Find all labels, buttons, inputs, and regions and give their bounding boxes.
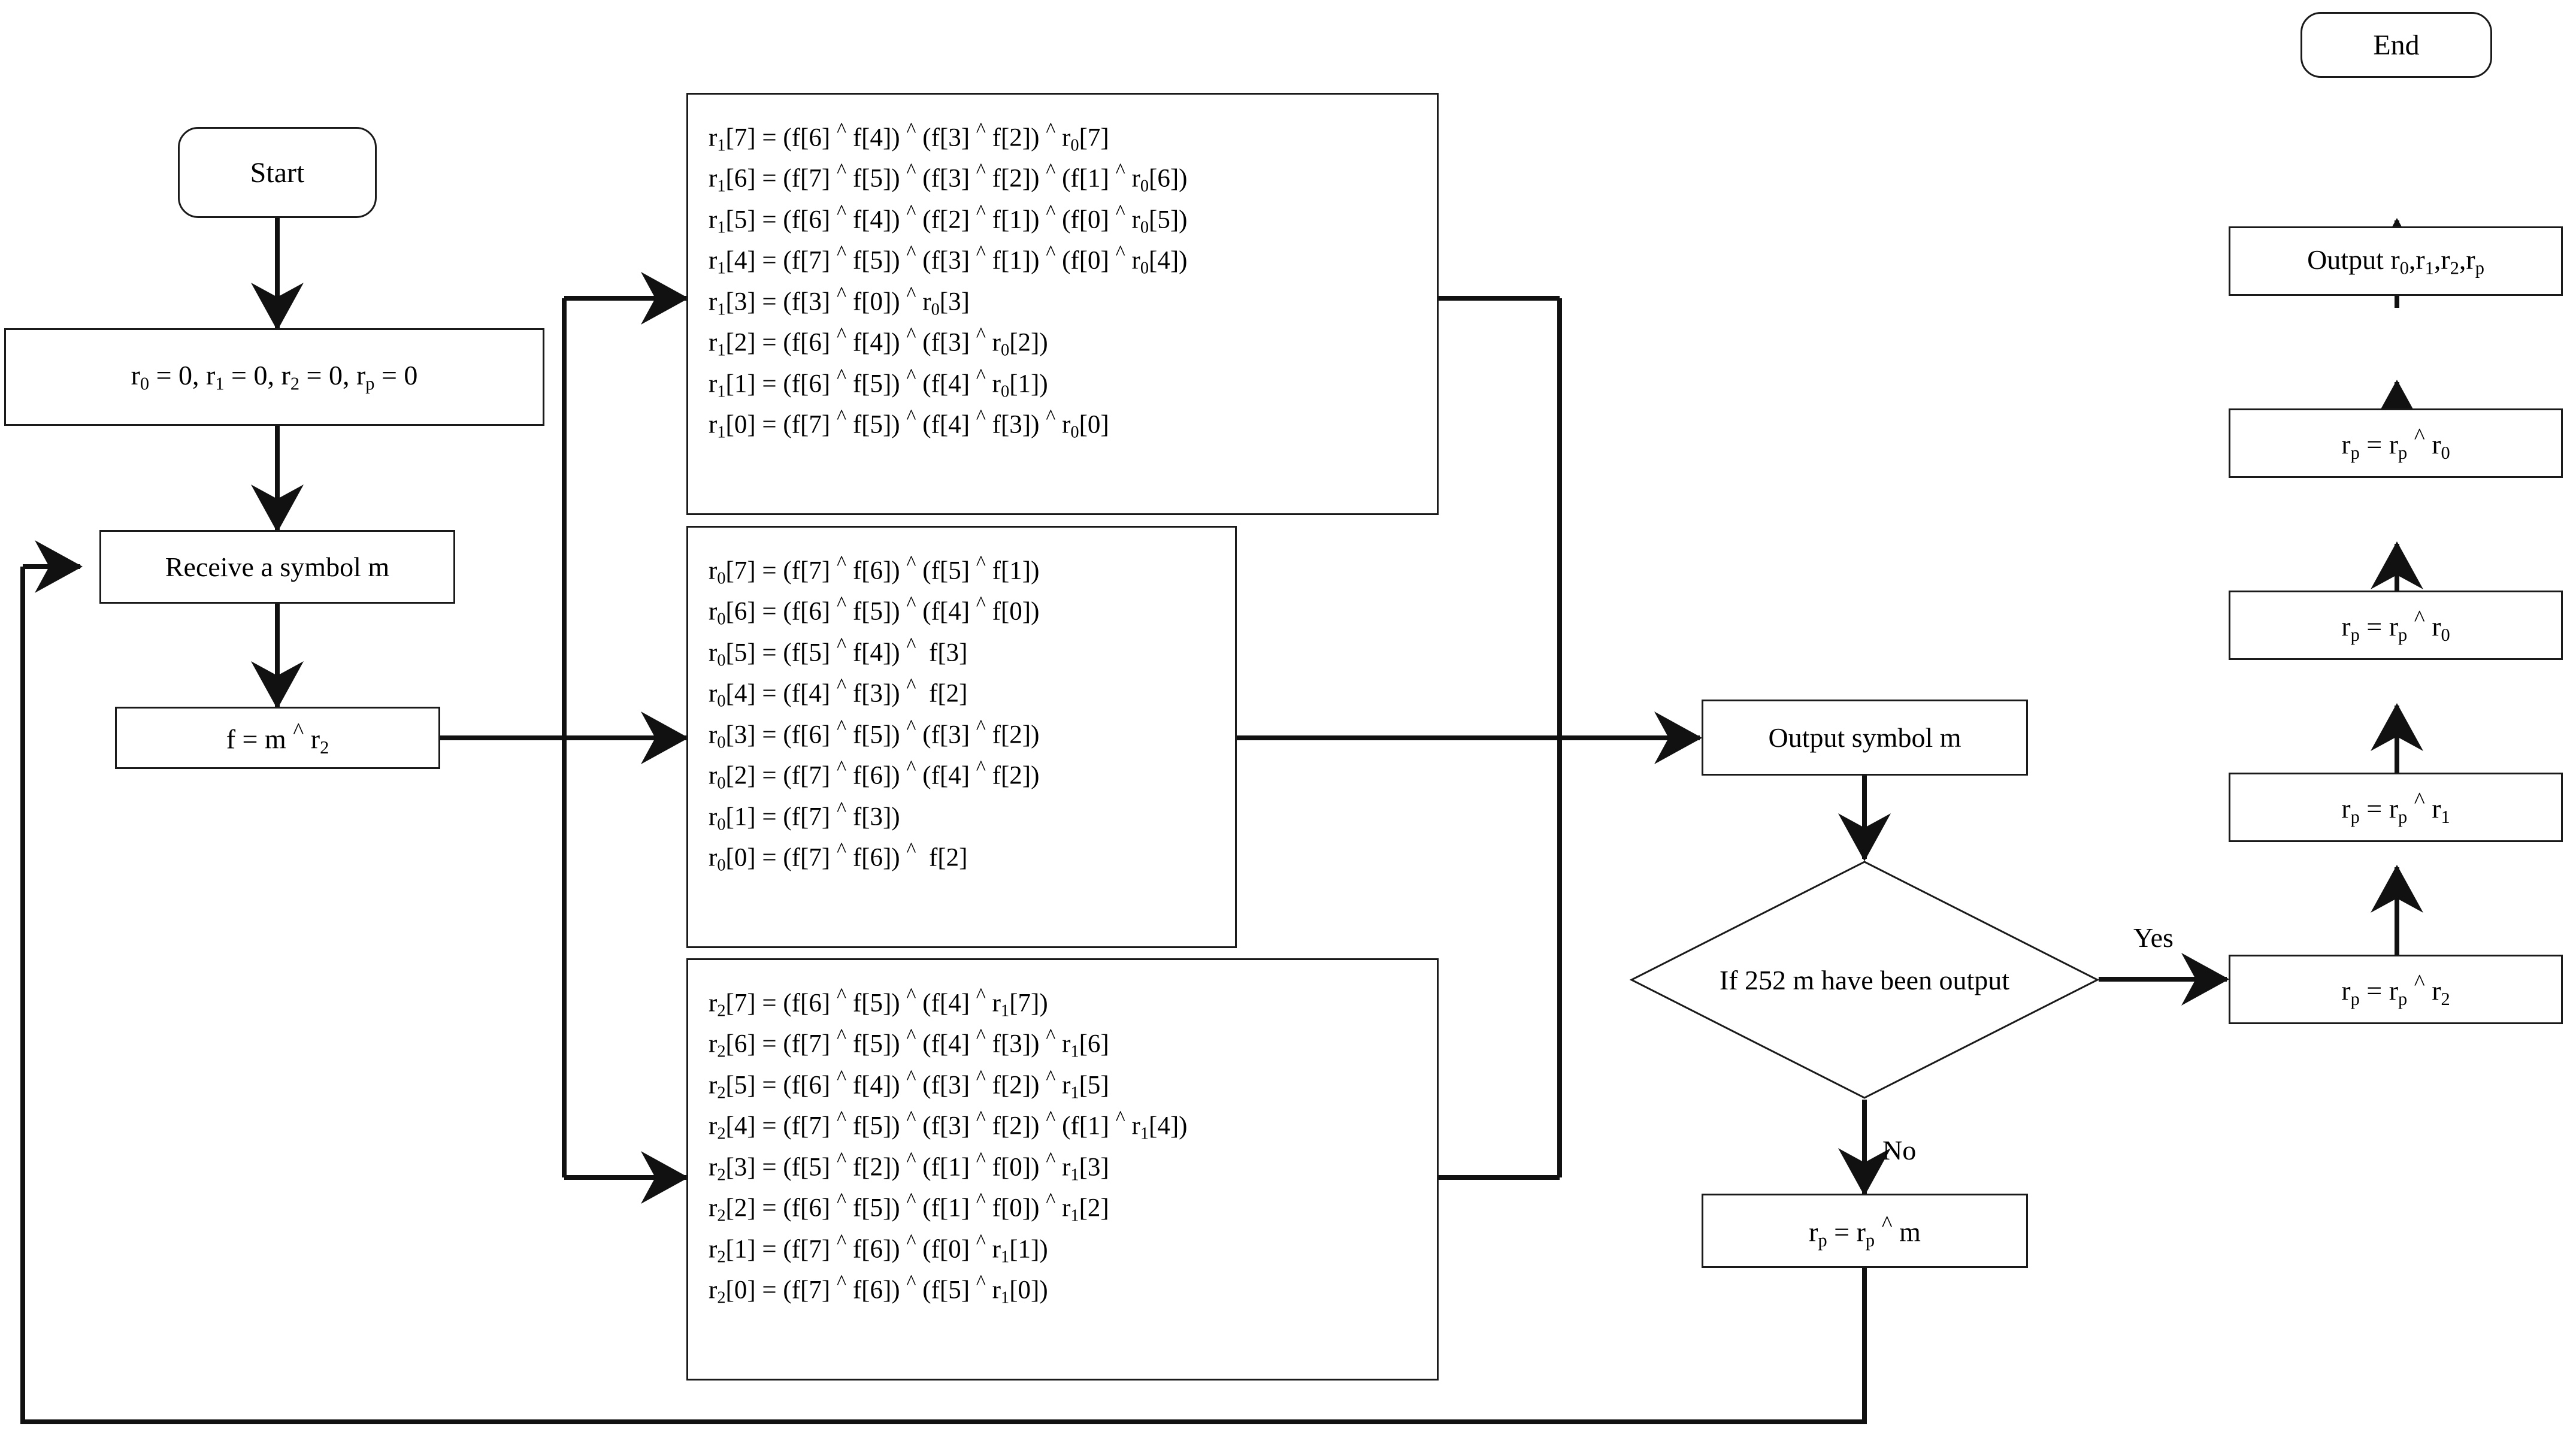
node-init[interactable]: r0 = 0, r1 = 0, r2 = 0, rp = 0 xyxy=(4,328,544,426)
node-start[interactable]: Start xyxy=(178,127,377,218)
edge-label-yes: Yes xyxy=(2133,922,2174,953)
node-init-label: r0 = 0, r1 = 0, r2 = 0, rp = 0 xyxy=(131,360,418,394)
block-r0-equations-text: r0[7] = (f[7] ^ f[6]) ^ (f[5] ^ f[1]) r0… xyxy=(709,552,1040,875)
node-rp-xor-r1-label: rp = rp ^ r1 xyxy=(2341,788,2450,827)
node-f-assign[interactable]: f = m ^ r2 xyxy=(115,707,440,769)
block-r1-equations-text: r1[7] = (f[6] ^ f[4]) ^ (f[3] ^ f[2]) ^ … xyxy=(709,119,1188,442)
block-r1-equations[interactable]: r1[7] = (f[6] ^ f[4]) ^ (f[3] ^ f[2]) ^ … xyxy=(686,93,1439,515)
node-rp-xor-r0-lower-label: rp = rp ^ r0 xyxy=(2341,606,2450,645)
node-rp-xor-r0-lower[interactable]: rp = rp ^ r0 xyxy=(2229,591,2563,660)
node-end[interactable]: End xyxy=(2300,12,2492,78)
node-receive-symbol-label: Receive a symbol m xyxy=(165,552,390,582)
node-decision[interactable]: If 252 m have been output xyxy=(1629,860,2100,1100)
node-rp-xor-r1[interactable]: rp = rp ^ r1 xyxy=(2229,773,2563,842)
node-output-symbol[interactable]: Output symbol m xyxy=(1702,700,2028,776)
node-rp-xor-m-label: rp = rp ^ m xyxy=(1809,1211,1921,1251)
node-start-label: Start xyxy=(250,156,305,189)
block-r2-equations[interactable]: r2[7] = (f[6] ^ f[5]) ^ (f[4] ^ r1[7]) r… xyxy=(686,958,1439,1380)
block-r0-equations[interactable]: r0[7] = (f[7] ^ f[6]) ^ (f[5] ^ f[1]) r0… xyxy=(686,526,1237,948)
node-rp-xor-r0-upper[interactable]: rp = rp ^ r0 xyxy=(2229,408,2563,478)
node-output-registers-label: Output r0,r1,r2,rp xyxy=(2307,244,2484,278)
node-rp-xor-r0-upper-label: rp = rp ^ r0 xyxy=(2341,423,2450,463)
node-output-symbol-label: Output symbol m xyxy=(1768,722,1961,753)
node-rp-xor-m[interactable]: rp = rp ^ m xyxy=(1702,1194,2028,1268)
node-decision-label: If 252 m have been output xyxy=(1719,964,2010,995)
edge-label-no: No xyxy=(1882,1135,1917,1165)
node-rp-xor-r2[interactable]: rp = rp ^ r2 xyxy=(2229,955,2563,1024)
node-end-label: End xyxy=(2373,29,2420,61)
block-r2-equations-text: r2[7] = (f[6] ^ f[5]) ^ (f[4] ^ r1[7]) r… xyxy=(709,984,1188,1307)
node-f-assign-label: f = m ^ r2 xyxy=(226,718,329,758)
node-receive-symbol[interactable]: Receive a symbol m xyxy=(99,530,455,604)
node-output-registers[interactable]: Output r0,r1,r2,rp xyxy=(2229,226,2563,296)
node-rp-xor-r2-label: rp = rp ^ r2 xyxy=(2341,970,2450,1009)
